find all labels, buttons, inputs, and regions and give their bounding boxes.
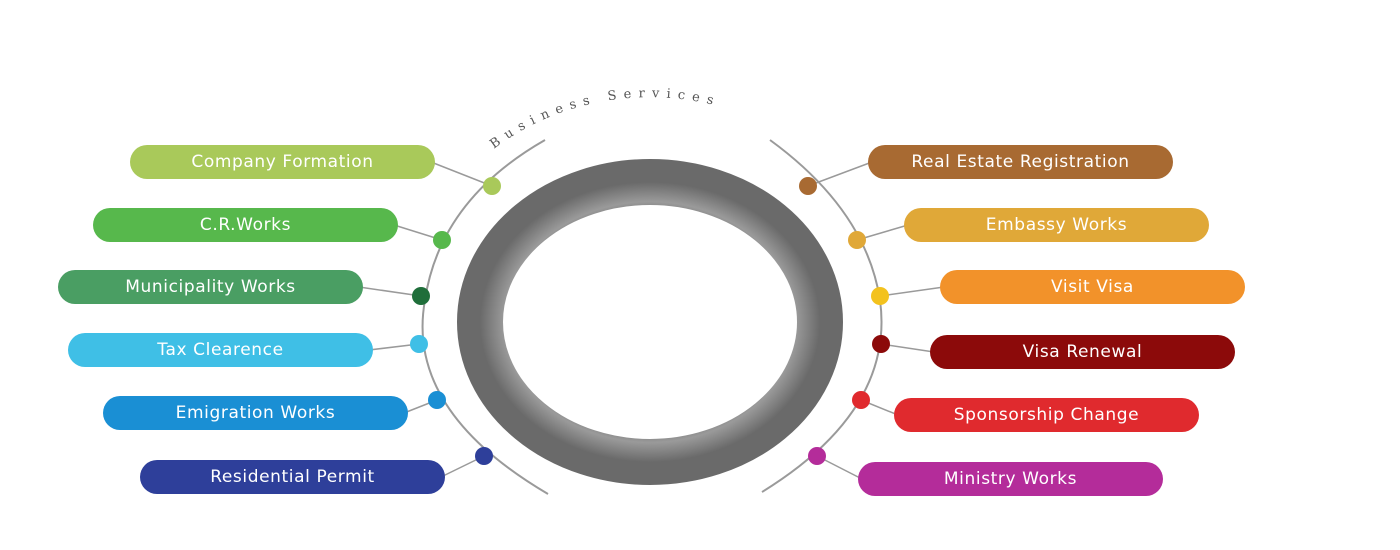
connector-real-estate-registration [807, 161, 873, 187]
node-dot-residential-permit [475, 447, 493, 465]
service-pill-embassy-works[interactable]: Embassy Works [904, 208, 1209, 242]
node-dot-visa-renewal [872, 335, 890, 353]
node-dot-real-estate-registration [799, 177, 817, 195]
connector-municipality-works [358, 286, 422, 297]
arc-title: Business Services [487, 86, 722, 152]
node-dot-municipality-works [412, 287, 430, 305]
node-dot-company-formation [483, 177, 501, 195]
node-dot-embassy-works [848, 231, 866, 249]
dots [410, 177, 890, 465]
service-pill-c-r-works[interactable]: C.R.Works [93, 208, 398, 242]
service-pill-real-estate-registration[interactable]: Real Estate Registration [868, 145, 1173, 179]
node-dot-sponsorship-change [852, 391, 870, 409]
service-pill-tax-clearence[interactable]: Tax Clearence [68, 333, 373, 367]
connector-visit-visa [879, 286, 945, 297]
service-pill-visa-renewal[interactable]: Visa Renewal [930, 335, 1235, 369]
node-dot-visit-visa [871, 287, 889, 305]
node-dot-c-r-works [433, 231, 451, 249]
service-pill-visit-visa[interactable]: Visit Visa [940, 270, 1245, 304]
node-dot-tax-clearence [410, 335, 428, 353]
connector-company-formation [430, 161, 493, 187]
service-pill-residential-permit[interactable]: Residential Permit [140, 460, 445, 494]
center-ring [457, 159, 843, 485]
node-dot-ministry-works [808, 447, 826, 465]
service-pill-emigration-works[interactable]: Emigration Works [103, 396, 408, 430]
service-pill-sponsorship-change[interactable]: Sponsorship Change [894, 398, 1199, 432]
service-pill-company-formation[interactable]: Company Formation [130, 145, 435, 179]
connectors [358, 161, 945, 480]
service-pill-ministry-works[interactable]: Ministry Works [858, 462, 1163, 496]
node-dot-emigration-works [428, 391, 446, 409]
service-pill-municipality-works[interactable]: Municipality Works [58, 270, 363, 304]
